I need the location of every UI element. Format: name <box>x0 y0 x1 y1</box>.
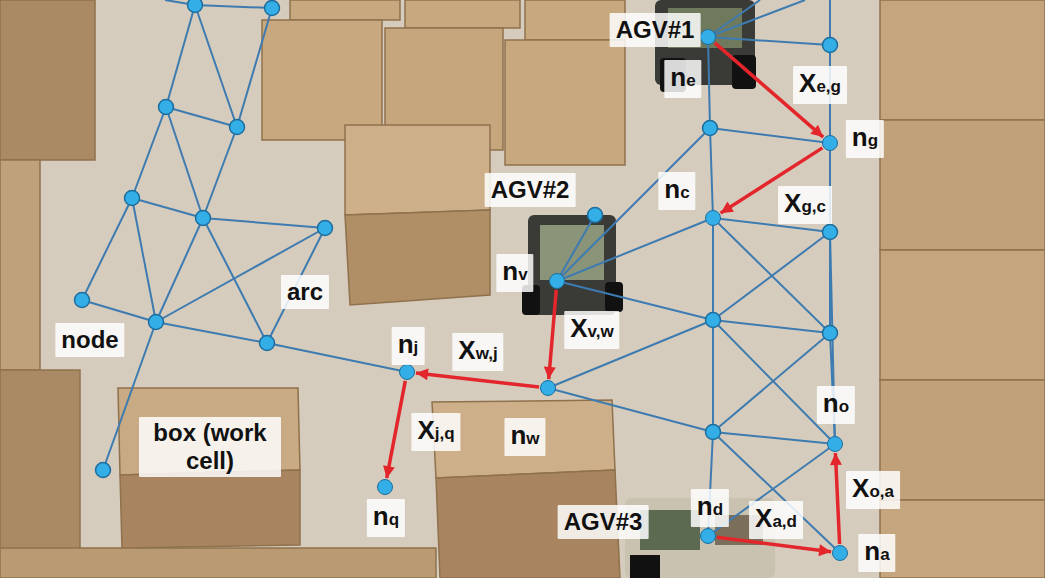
node-label: nw <box>504 418 545 456</box>
graph-node-dot <box>823 38 838 53</box>
route-arrow <box>387 381 406 478</box>
path-node: nd <box>700 528 716 544</box>
annotation-label: arc <box>281 275 329 309</box>
path-node: na <box>832 545 848 561</box>
graph-arc <box>557 215 595 281</box>
graph-arc <box>708 37 710 128</box>
graph-arc <box>195 5 237 127</box>
node-label: nd <box>691 489 729 527</box>
graph-arc <box>713 320 830 333</box>
graph-arc <box>708 0 805 37</box>
agv-robots <box>522 0 775 578</box>
graph-node-dot <box>125 191 140 206</box>
graph-arc <box>237 8 272 127</box>
graph-arc <box>82 198 132 300</box>
annotation-label: AGV#1 <box>610 13 701 47</box>
graph-arc <box>713 432 835 444</box>
graph-arc <box>203 127 237 218</box>
graph-node-dot <box>75 293 90 308</box>
graph-node-dot <box>703 121 718 136</box>
edge-label: Xa,d <box>749 501 803 539</box>
graph-node-dot <box>230 120 245 135</box>
graph-arc <box>557 218 713 281</box>
graph-node-dot <box>318 221 333 236</box>
graph-node-dot <box>260 336 275 351</box>
edge-label: Xo,a <box>846 471 900 509</box>
graph-node-dot <box>96 463 111 478</box>
graph-node-dot <box>196 211 211 226</box>
graph-arc <box>712 320 714 432</box>
path-node: no <box>827 436 843 452</box>
node-label: na <box>858 534 895 572</box>
node-label: ng <box>846 120 884 158</box>
graph-node-dot <box>188 0 203 13</box>
node-label: nv <box>496 254 533 292</box>
graph-arc <box>708 0 760 37</box>
edge-label: Xe,g <box>793 66 847 104</box>
graph-arc <box>713 333 830 432</box>
route-arrow <box>717 537 831 552</box>
graph-arc <box>713 432 840 553</box>
graph-arc <box>557 128 710 281</box>
path-node: nw <box>540 380 556 396</box>
route-arrow <box>549 290 556 379</box>
graph-arc <box>713 320 835 444</box>
edge-label: Xg,c <box>778 186 832 224</box>
graph-arc <box>132 107 166 198</box>
path-node: nj <box>399 364 415 380</box>
node-label: no <box>817 386 855 424</box>
graph-arc <box>710 128 713 218</box>
path-node: ng <box>822 135 838 151</box>
edge-label: Xj,q <box>411 413 460 451</box>
graph-arc <box>166 5 195 107</box>
graph-arc <box>267 343 407 372</box>
graph-arc <box>166 107 203 218</box>
graph-arc <box>156 218 203 322</box>
node-label: nj <box>392 327 425 365</box>
path-node: nv <box>549 273 565 289</box>
graph-arc <box>132 198 203 218</box>
edge-label: Xv,w <box>564 311 619 349</box>
graph-node-dot <box>588 208 603 223</box>
graph-arc <box>166 107 237 127</box>
graph-node-dot <box>706 425 721 440</box>
node-label: ne <box>664 60 701 98</box>
route-arrow <box>835 453 839 544</box>
graph-mesh <box>75 0 841 553</box>
graph-arc <box>156 322 267 343</box>
graph-node-dot <box>159 100 174 115</box>
node-label: nq <box>367 499 405 537</box>
edge-label: Xw,j <box>452 333 503 371</box>
graph-arc <box>132 198 156 322</box>
graph-arc <box>710 128 830 143</box>
graph-arc <box>712 218 714 320</box>
annotation-label: node <box>55 323 124 357</box>
graph-arc <box>195 5 272 8</box>
path-node: nc <box>705 210 721 226</box>
graph-node-dot <box>706 313 721 328</box>
annotation-label: AGV#2 <box>485 173 576 207</box>
graph-arc <box>708 37 830 45</box>
route-arrow <box>416 373 539 387</box>
graph-node-dot <box>823 326 838 341</box>
annotation-label: AGV#3 <box>558 505 649 539</box>
path-node: ne <box>700 29 716 45</box>
graph-arc <box>713 218 830 333</box>
annotation-label: box (work cell) <box>139 417 281 477</box>
graph-node-dot <box>149 315 164 330</box>
graph-arc <box>82 300 156 322</box>
path-node: nq <box>377 479 393 495</box>
graph-arc <box>548 388 713 432</box>
graph-node-dot <box>823 225 838 240</box>
graph-arc <box>203 218 325 228</box>
graph-arc <box>203 218 267 343</box>
node-label: nc <box>658 172 695 210</box>
graph-node-dot <box>265 1 280 16</box>
